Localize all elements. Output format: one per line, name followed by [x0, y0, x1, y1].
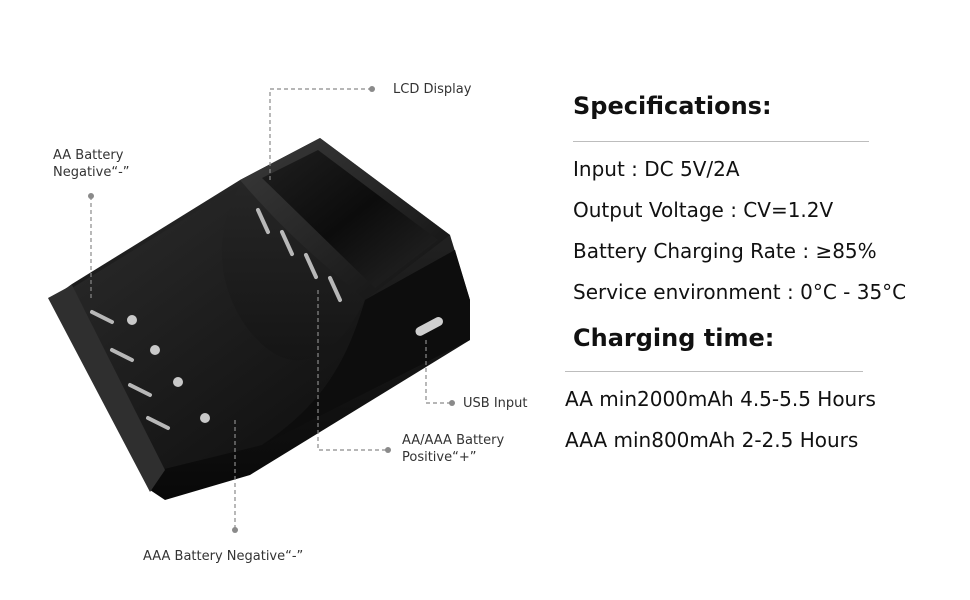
spec-charging-rate: Battery Charging Rate : ≥85% — [573, 239, 877, 263]
contacts — [90, 208, 342, 430]
callout-usb-input: USB Input — [463, 396, 528, 411]
specifications-divider — [573, 141, 869, 142]
charger-right-face — [262, 250, 470, 445]
lcd-screen — [262, 150, 438, 288]
charging-time-aaa: AAA min800mAh 2-2.5 Hours — [565, 428, 859, 452]
callout-aa-negative: AA Battery Negative“-” — [53, 148, 130, 180]
spec-service-environment: Service environment : 0°C - 35°C — [573, 280, 907, 304]
specifications-heading: Specifications: — [573, 92, 772, 120]
charging-time-divider — [565, 371, 863, 372]
charging-time-aa: AA min2000mAh 4.5-5.5 Hours — [565, 387, 876, 411]
callout-positive: AA/AAA Battery Positive“+” — [402, 433, 505, 465]
usb-c-port — [415, 317, 444, 336]
spec-input: Input : DC 5V/2A — [573, 157, 740, 181]
callout-lcd-display: LCD Display — [393, 82, 472, 97]
callout-aaa-negative: AAA Battery Negative“-” — [143, 549, 304, 564]
charger-cradle — [72, 185, 462, 470]
charging-time-heading: Charging time: — [573, 324, 775, 352]
front-rail — [48, 285, 165, 492]
spec-output-voltage: Output Voltage : CV=1.2V — [573, 198, 834, 222]
leader-lines — [90, 88, 452, 530]
leader-dots — [88, 86, 455, 533]
contact-tips — [127, 315, 210, 423]
